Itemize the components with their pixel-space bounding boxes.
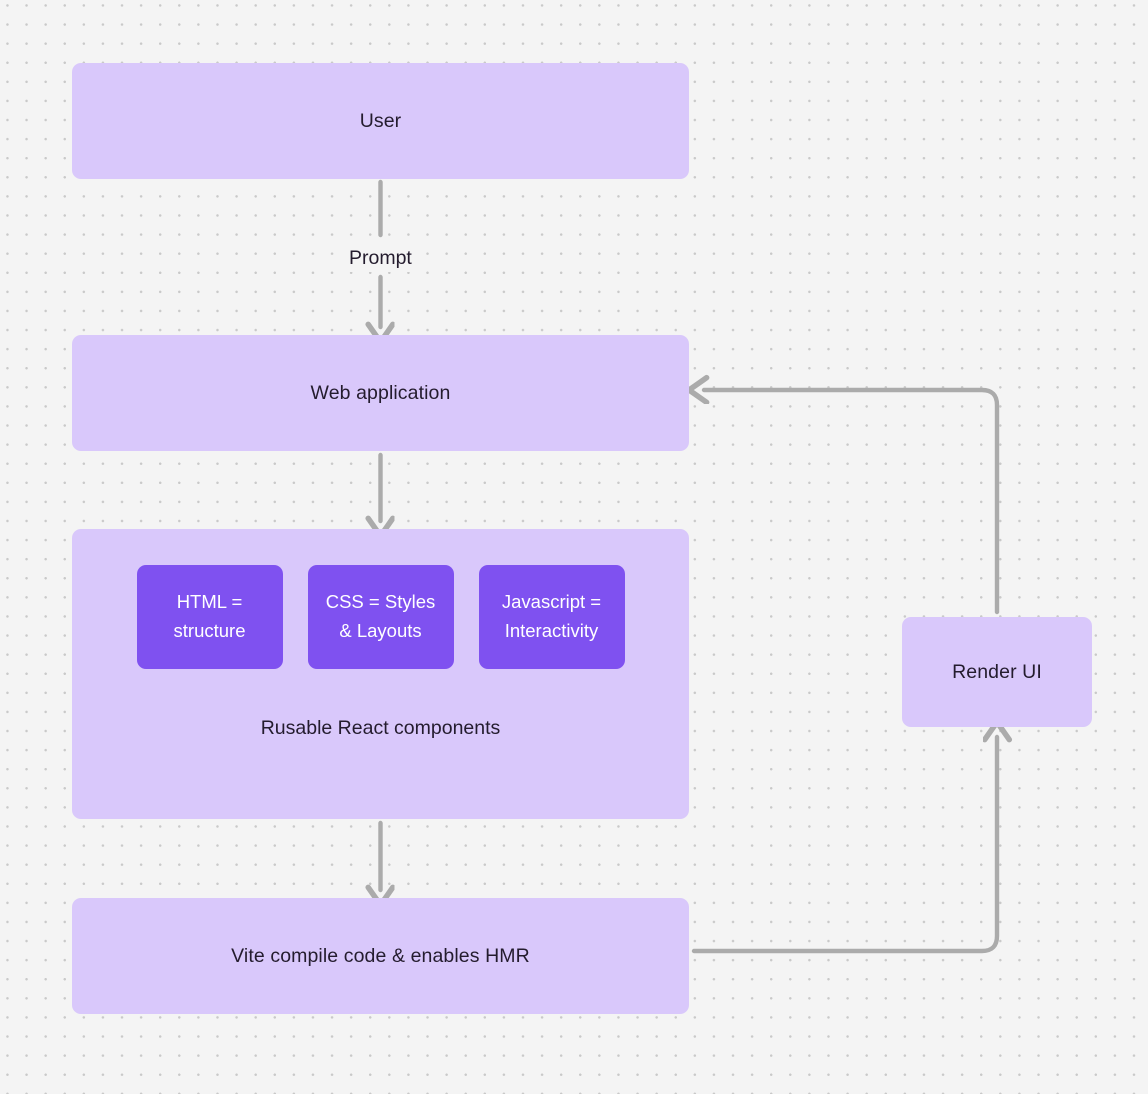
chip-row: HTML = structure CSS = Styles & Layouts … (72, 565, 689, 669)
chip-css-label: CSS = Styles & Layouts (325, 591, 436, 641)
components-caption: Rusable React components (260, 717, 501, 739)
node-user[interactable]: User (72, 63, 689, 179)
edge-render-ui-to-web-application (704, 390, 1000, 615)
node-vite-compile-label: Vite compile code & enables HMR (231, 944, 530, 967)
node-user-label: User (359, 109, 402, 132)
chip-javascript[interactable]: Javascript = Interactivity (478, 565, 625, 669)
node-render-ui[interactable]: Render UI (902, 617, 1092, 727)
edge-label-prompt: Prompt (343, 245, 418, 272)
node-web-application-label: Web application (310, 381, 451, 404)
chip-css[interactable]: CSS = Styles & Layouts (307, 565, 454, 669)
node-render-ui-label: Render UI (952, 660, 1042, 683)
chip-javascript-label: Javascript = Interactivity (501, 591, 602, 641)
chip-html[interactable]: HTML = structure (136, 565, 283, 669)
edge-vite-to-render-ui (691, 737, 997, 954)
chip-html-label: HTML = structure (173, 591, 246, 641)
node-vite-compile[interactable]: Vite compile code & enables HMR (72, 898, 689, 1014)
node-web-application[interactable]: Web application (72, 335, 689, 451)
node-reusable-react-components[interactable]: HTML = structure CSS = Styles & Layouts … (72, 529, 689, 819)
